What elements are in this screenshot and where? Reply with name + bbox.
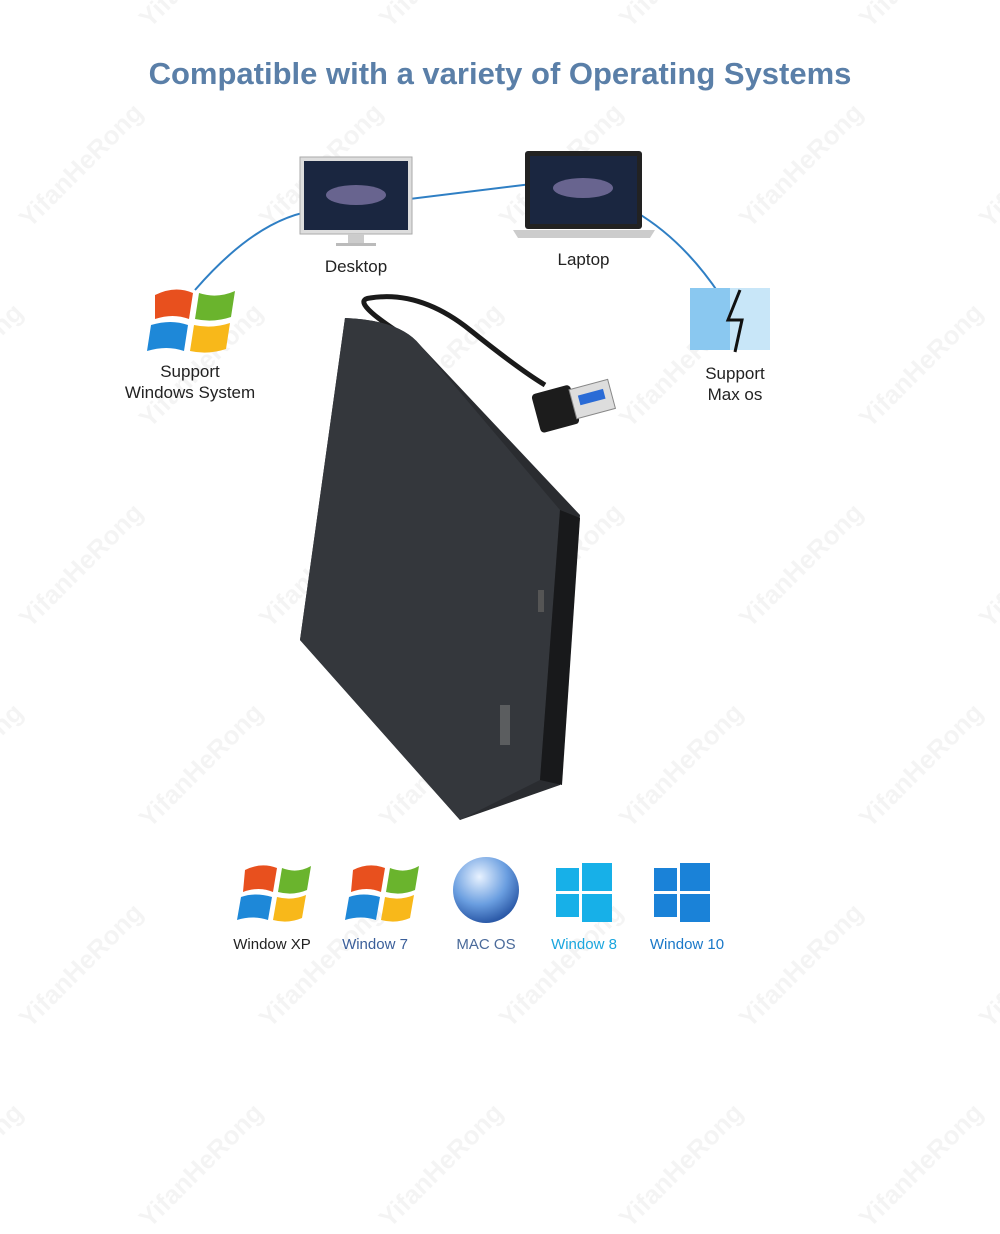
mac-os-label: Max os (707, 385, 763, 404)
mac-finder-icon (690, 288, 770, 353)
os-label-xp: Window XP (233, 936, 311, 953)
mac-support-label: Support (705, 364, 765, 383)
watermark-text: YifanHeRong (133, 1097, 270, 1234)
dvd-logo (500, 705, 510, 745)
desktop-label: Desktop (324, 257, 388, 276)
laptop-label: Laptop (557, 250, 610, 269)
product-illustration (147, 151, 770, 820)
usb-cable (361, 294, 547, 388)
windows-system-label: Windows System (124, 383, 256, 402)
watermark-text: YifanHeRong (613, 1097, 750, 1234)
os-label-mac: MAC OS (456, 936, 516, 953)
windows-support-label: Support (160, 362, 220, 381)
os-label-10: Window 10 (649, 936, 725, 953)
usb-plug (531, 378, 617, 433)
laptop-icon (513, 151, 655, 238)
page-title: Compatible with a variety of Operating S… (148, 56, 852, 91)
desktop-icon (299, 156, 413, 246)
watermark-text: YifanHeRong (853, 1097, 990, 1234)
os-label-8: Window 8 (551, 936, 617, 953)
watermark-text: YifanHeRong (373, 1097, 510, 1234)
eject-button (538, 590, 544, 612)
windows-logo-icon (147, 289, 235, 353)
os-label-7: Window 7 (342, 936, 408, 953)
dvd-drive (300, 318, 580, 820)
watermark-text: YifanHeRong (0, 1097, 29, 1234)
